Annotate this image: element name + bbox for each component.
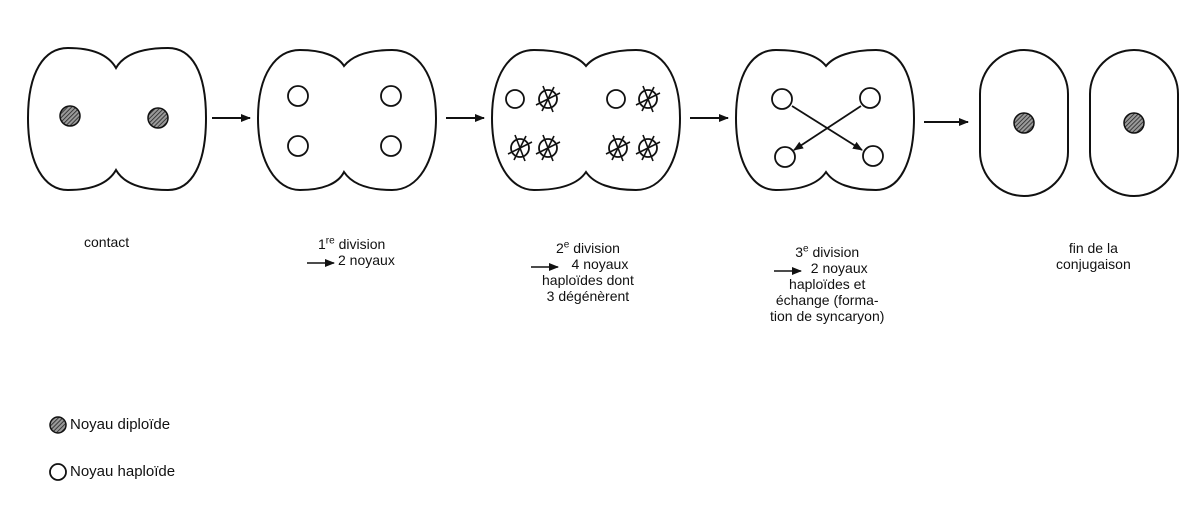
diploid-nucleus — [1013, 112, 1035, 134]
degenerating-nucleus — [635, 85, 661, 113]
separated-cell — [1089, 49, 1179, 197]
haploid-nucleus — [771, 88, 793, 110]
diploid-nucleus — [1123, 112, 1145, 134]
caption-heading: 2e division — [555, 239, 620, 256]
haploid-nucleus-icon — [49, 463, 67, 481]
legend-haploid-label: Noyau haploïde — [70, 463, 176, 480]
caption-third-division: 3e division 2 noyaux haploïdes et échang… — [770, 243, 885, 324]
exchange-arrow — [793, 105, 862, 151]
degenerating-nucleus — [605, 134, 631, 162]
conjugating-cell-pair — [26, 46, 208, 192]
caption-contact: contact — [84, 234, 130, 250]
conjugating-cell-pair — [256, 48, 438, 192]
degenerating-nucleus — [535, 85, 561, 113]
degenerating-nucleus — [635, 134, 661, 162]
caption-heading: 3e division — [795, 243, 860, 260]
stage-end-cells — [979, 49, 1179, 197]
stage-first-division-cells — [256, 48, 438, 192]
legend-haploid: Noyau haploïde — [48, 462, 175, 482]
stage-contact-cells — [26, 46, 208, 192]
diploid-nucleus-icon — [49, 416, 67, 434]
caption-first-division: 1re division 2 noyaux — [318, 235, 395, 268]
caption-heading: 1re division — [318, 235, 386, 252]
caption-end: fin de la conjugaison — [1056, 240, 1131, 272]
caption-second-division: 2e division 4 noyaux haploïdes dont 3 dé… — [542, 239, 634, 304]
degenerating-nucleus — [535, 134, 561, 162]
haploid-nucleus — [287, 85, 309, 107]
haploid-nucleus — [380, 135, 402, 157]
haploid-nucleus — [287, 135, 309, 157]
diploid-nucleus — [59, 105, 81, 127]
stage-third-division-cells — [734, 48, 916, 192]
haploid-nucleus — [380, 85, 402, 107]
haploid-nucleus — [862, 145, 884, 167]
conjugating-cell-pair — [734, 48, 916, 192]
legend-diploid: Noyau diploïde — [48, 415, 170, 435]
stage-second-division-cells — [490, 48, 682, 192]
haploid-nucleus — [505, 89, 525, 109]
haploid-nucleus — [774, 146, 796, 168]
conjugating-cell-pair — [490, 48, 682, 192]
haploid-nucleus — [606, 89, 626, 109]
degenerating-nucleus — [507, 134, 533, 162]
haploid-nucleus — [859, 87, 881, 109]
diploid-nucleus — [147, 107, 169, 129]
legend-diploid-label: Noyau diploïde — [70, 416, 171, 433]
separated-cell — [979, 49, 1069, 197]
